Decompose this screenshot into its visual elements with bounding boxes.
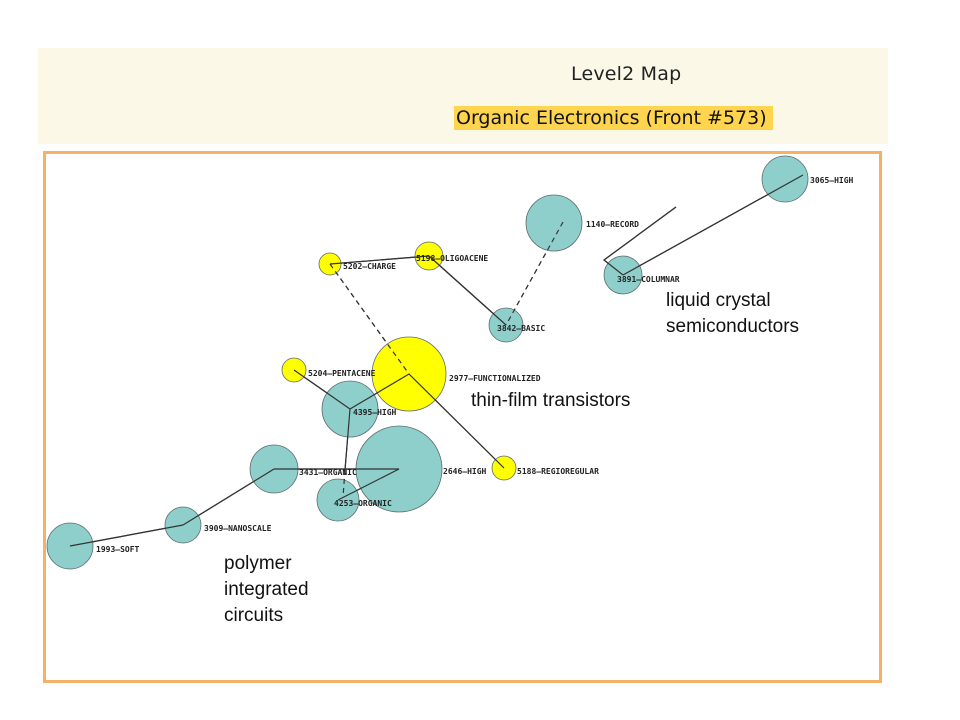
node-label-5202: 5202–CHARGE [343, 262, 396, 271]
node-label-3842: 3842–BASIC [497, 324, 545, 333]
edge-overlay-4395-4253 [344, 408, 351, 471]
node-label-5198: 5198–OLIGOACENE [416, 254, 488, 263]
edge-overlay-2646-4253 [337, 468, 400, 501]
node-label-2977: 2977–FUNCTIONALIZED [449, 374, 541, 383]
nodes-group: 3065–HIGH 1140–RECORD 3891–COLUMNAR 5202–CH… [46, 155, 854, 570]
edge-overlay-3909-1993 [69, 524, 184, 547]
edge-overlay-3431-4253 [342, 469, 346, 498]
edge-overlay-5198-5202 [329, 255, 430, 265]
annotation-line: liquid crystal [666, 290, 771, 311]
node-1140[interactable] [525, 194, 583, 252]
edge-overlay-2977-5188 [408, 373, 505, 469]
edge-overlay-3891-1140 [603, 206, 677, 276]
node-label-1140: 1140–RECORD [586, 220, 639, 229]
node-label-2646: 2646–HIGH [443, 467, 487, 476]
map-title: Level2 Map [571, 63, 682, 85]
map-panel [43, 151, 882, 683]
node-label-5188: 5188–REGIOREGULAR [517, 467, 599, 476]
edge-overlay-3431-3909 [182, 468, 275, 526]
annotation-liquid-crystal: liquid crystal semiconductors [666, 288, 799, 340]
edge-overlay-3842-5198 [428, 255, 507, 326]
edge-overlay-5202-2977 [329, 263, 410, 375]
node-label-4253: 4253–ORGANIC [334, 499, 392, 508]
node-label-3891: 3891–COLUMNAR [617, 275, 680, 284]
node-label-3431: 3431–ORGANIC [299, 468, 357, 477]
annotation-thin-film: thin-film transistors [471, 390, 631, 411]
annotation-polymer: polymer integrated circuits [224, 551, 309, 629]
map-subtitle: Organic Electronics (Front #573) [454, 106, 773, 130]
annotation-line: semiconductors [666, 316, 800, 337]
edge-overlay-3065-3891 [622, 174, 804, 276]
node-label-4395: 4395–HIGH [353, 408, 397, 417]
edge-overlay-2977-4395 [349, 373, 410, 410]
node-label-3909: 3909–NANOSCALE [204, 524, 272, 533]
node-label-3065: 3065–HIGH [810, 176, 854, 185]
edge-overlay-5204-4395 [293, 369, 351, 410]
edge-overlay-1140-3842 [505, 221, 564, 326]
annotation-line: polymer [224, 553, 292, 574]
node-3065[interactable] [761, 155, 809, 203]
node-label-5204: 5204–PENTACENE [308, 369, 376, 378]
node-label-1993: 1993–SOFT [96, 545, 140, 554]
annotation-line: circuits [224, 605, 284, 626]
annotation-line: integrated [224, 579, 309, 600]
